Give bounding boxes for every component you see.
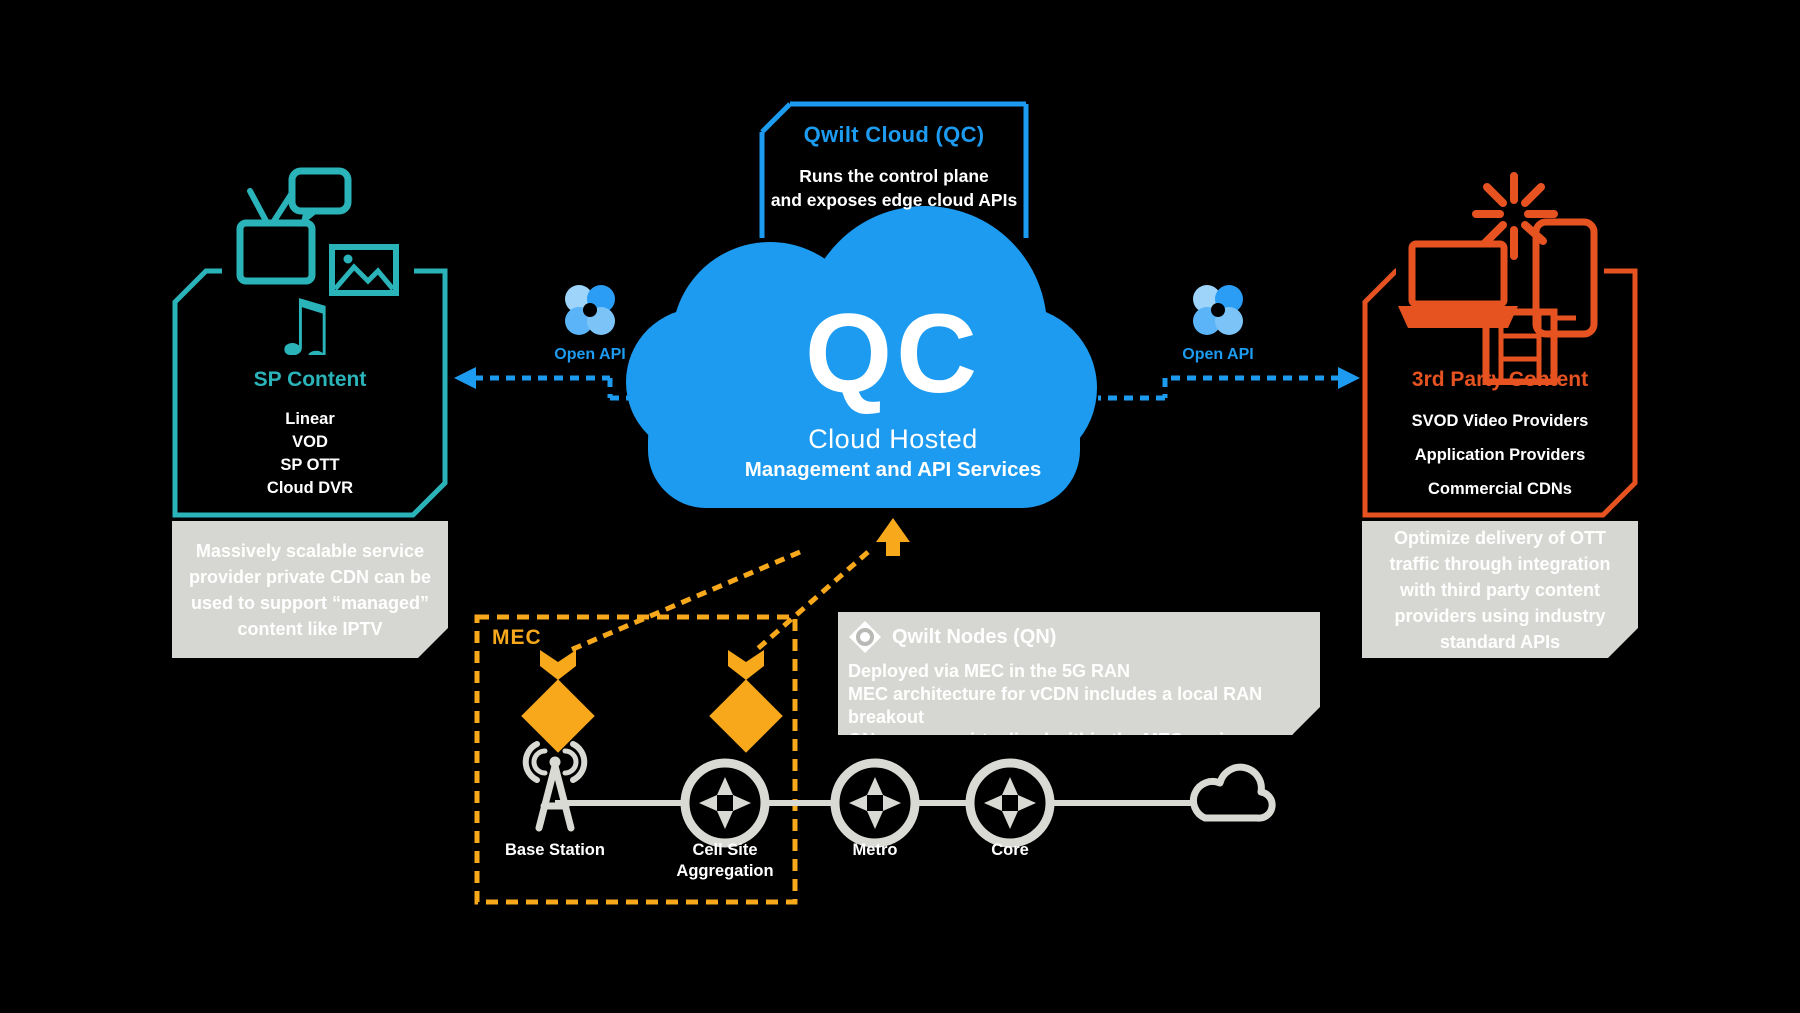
internet-cloud-icon xyxy=(1189,763,1276,822)
tv-icon xyxy=(236,188,316,285)
qc-logo: QC xyxy=(805,291,981,416)
core-router-icon xyxy=(965,758,1055,848)
sp-content-icons: ♫ xyxy=(222,163,414,355)
sp-note-box: Massively scalable service provider priv… xyxy=(172,521,448,658)
chain-label-core: Core xyxy=(991,841,1029,859)
open-api-icon xyxy=(565,285,615,335)
arrowhead-right-icon xyxy=(1338,367,1360,389)
open-api-label: Open API xyxy=(554,346,626,363)
film-strip-icon xyxy=(1482,308,1558,385)
base-station-icon xyxy=(522,741,588,832)
cell-site-router-icon xyxy=(680,758,770,848)
chat-bubble-icon xyxy=(288,167,352,227)
cloud-services-label: Management and API Services xyxy=(744,458,1042,481)
open-api-right: Open API xyxy=(1158,278,1278,364)
sp-item: SP OTT xyxy=(280,456,340,474)
qc-cloud-shape xyxy=(626,206,1097,508)
sp-content-title: SP Content xyxy=(253,368,367,391)
node-arrowhead-left-icon xyxy=(540,650,576,680)
qn-diamond-icon xyxy=(848,620,882,654)
mec-box-outline xyxy=(474,614,798,905)
sp-note-text: Massively scalable service provider priv… xyxy=(188,540,432,639)
qn-line1: Deployed via MEC in the 5G RAN xyxy=(848,661,1131,681)
cloud-hosted-label: Cloud Hosted xyxy=(808,424,978,454)
mec-dashed-links xyxy=(565,549,870,655)
tp-note-box: Optimize delivery of OTT traffic through… xyxy=(1362,521,1638,658)
tp-content-title: 3rd Party Content xyxy=(1411,368,1589,391)
chain-label-cell-site: Cell Site Aggregation xyxy=(676,841,774,880)
qwilt-nodes-box: Qwilt Nodes (QN) Deployed via MEC in the… xyxy=(838,612,1320,735)
sp-item: Cloud DVR xyxy=(266,479,354,497)
open-api-arrow-right xyxy=(1098,375,1340,401)
arrowhead-left-icon xyxy=(454,367,476,389)
open-api-icon xyxy=(1193,285,1243,335)
cloud-up-arrow-icon xyxy=(876,518,910,556)
tp-note-text: Optimize delivery of OTT traffic through… xyxy=(1389,527,1611,652)
photo-icon xyxy=(329,244,399,296)
music-notes-icon: ♫ xyxy=(270,284,340,355)
qn-title: Qwilt Nodes (QN) xyxy=(892,625,1057,648)
tp-content-panel: 3rd Party Content SVOD Video Providers A… xyxy=(1370,368,1630,506)
qwilt-cloud-line2: and exposes edge cloud APIs xyxy=(770,190,1018,210)
sp-content-panel: SP Content Linear VOD SP OTT Cloud DVR xyxy=(180,368,440,500)
qwilt-cloud-line1: Runs the control plane xyxy=(799,166,989,186)
chain-label-metro: Metro xyxy=(852,841,898,859)
sp-item: VOD xyxy=(292,433,328,451)
qwilt-cloud-title: Qwilt Cloud (QC) xyxy=(803,122,985,147)
smartphone-icon xyxy=(1532,218,1598,338)
qc-cloud-content: QC Cloud Hosted Management and API Servi… xyxy=(733,298,1053,482)
tp-item: Commercial CDNs xyxy=(1428,480,1572,498)
open-api-left: Open API xyxy=(530,278,650,364)
sp-item: Linear xyxy=(285,410,335,428)
metro-router-icon xyxy=(830,758,920,848)
chain-label-base-station: Base Station xyxy=(505,841,605,859)
tp-content-icons xyxy=(1396,170,1604,385)
mec-label: MEC xyxy=(492,626,542,649)
open-api-label: Open API xyxy=(1182,346,1254,363)
qwilt-cloud-header: Qwilt Cloud (QC) Runs the control plane … xyxy=(762,122,1026,212)
qn-line2: MEC architecture for vCDN includes a loc… xyxy=(848,684,1263,727)
tp-item: Application Providers xyxy=(1414,446,1586,464)
tp-item: SVOD Video Providers xyxy=(1411,412,1589,430)
node-arrowhead-right-icon xyxy=(728,650,764,680)
